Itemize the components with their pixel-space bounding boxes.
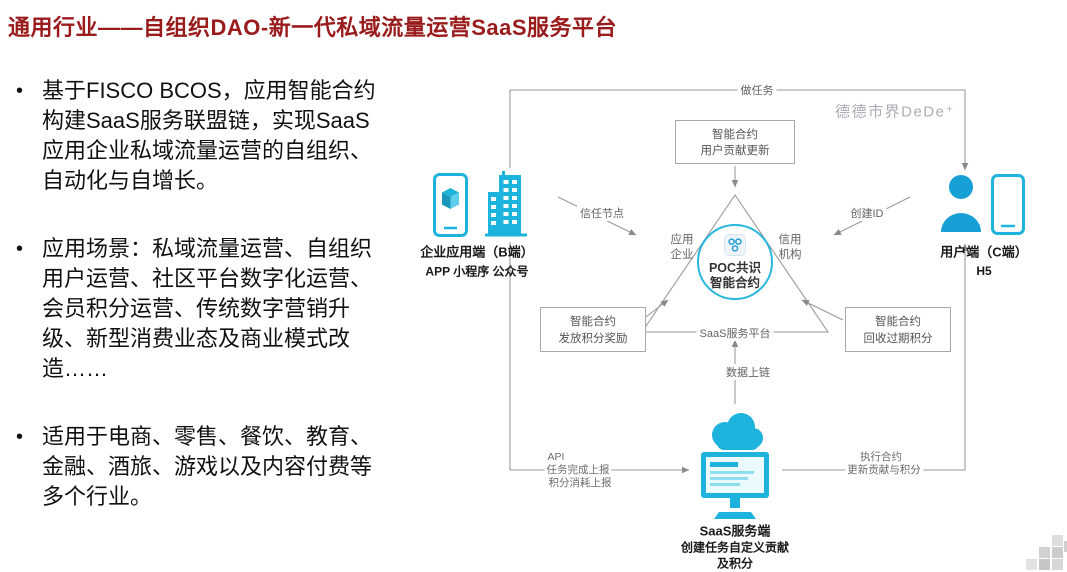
poc-line1: POC共识 bbox=[708, 260, 762, 275]
saas-node-title: SaaS服务端 bbox=[699, 523, 771, 539]
page-title: 通用行业——自组织DAO-新一代私域流量运营SaaS服务平台 bbox=[8, 15, 618, 40]
contract-box-right: 智能合约 回收过期积分 bbox=[845, 307, 951, 352]
contract-box-left: 智能合约 发放积分奖励 bbox=[540, 307, 646, 352]
triangle-label-enterprise: 应用企业 bbox=[670, 234, 694, 261]
arrow-left-contract bbox=[641, 299, 669, 321]
brand-watermark: 德德市界DeDe⁺ bbox=[835, 103, 955, 121]
saas-node-line3: 及积分 bbox=[716, 556, 754, 571]
contract-box-right-line2: 回收过期积分 bbox=[863, 332, 933, 345]
poc-line2: 智能合约 bbox=[709, 275, 760, 290]
label-create-id: 创建ID bbox=[847, 205, 887, 221]
list-item: • 应用场景：私域流量运营、自组织用户运营、社区平台数字化运营、会员积分运营、传… bbox=[10, 234, 378, 384]
bullet-text-3: 适用于电商、零售、餐饮、教育、金融、酒旅、游戏以及内容付费等多个行业。 bbox=[42, 424, 373, 509]
label-do-task: 做任务 bbox=[737, 82, 777, 98]
bullet-marker: • bbox=[16, 426, 24, 448]
b-side-subtitle: APP 小程序 公众号 bbox=[425, 264, 529, 279]
building-icon bbox=[485, 171, 527, 242]
smartphone-icon bbox=[991, 174, 1025, 240]
c-side-subtitle: H5 bbox=[976, 264, 992, 278]
contract-box-top-line2: 用户贡献更新 bbox=[700, 145, 770, 157]
bullet-text-1: 基于FISCO BCOS，应用智能合约构建SaaS服务联盟链，实现SaaS应用企… bbox=[42, 78, 376, 193]
list-item: • 基于FISCO BCOS，应用智能合约构建SaaS服务联盟链，实现SaaS应… bbox=[10, 76, 378, 196]
monitor-icon bbox=[697, 450, 773, 527]
dao-saas-diagram: 德德市界DeDe⁺ 做任务 信任节点 创建ID 数据上链 API 任务完成上报 … bbox=[390, 70, 1067, 571]
b-side-title: 企业应用端（B端） bbox=[420, 244, 534, 260]
saas-node-line2: 创建任务自定义贡献 bbox=[680, 540, 790, 555]
contract-box-left-line1: 智能合约 bbox=[570, 316, 616, 329]
triangle-label-credit: 信用机构 bbox=[778, 234, 802, 261]
person-icon bbox=[940, 173, 982, 240]
label-execute-contract: 执行合约 bbox=[858, 451, 904, 463]
bullet-marker: • bbox=[16, 80, 24, 102]
contract-box-right-line1: 智能合约 bbox=[875, 316, 921, 329]
contract-box-top-line1: 智能合约 bbox=[712, 129, 758, 141]
bullet-marker: • bbox=[16, 238, 24, 260]
smartphone-cube-icon bbox=[433, 173, 468, 242]
arrow-right-contract bbox=[801, 299, 844, 321]
flow-bottom-right-execute bbox=[782, 243, 969, 471]
flow-bottom-left-api bbox=[509, 242, 690, 474]
network-circles-icon bbox=[724, 233, 746, 261]
c-side-title: 用户端（C端） bbox=[940, 244, 1028, 260]
list-item: • 适用于电商、零售、餐饮、教育、金融、酒旅、游戏以及内容付费等多个行业。 bbox=[10, 422, 378, 512]
label-trust-node: 信任节点 bbox=[577, 205, 627, 221]
label-task-report: 任务完成上报 bbox=[544, 464, 612, 476]
contract-box-top: 智能合约 用户贡献更新 bbox=[675, 120, 795, 164]
label-data-chain: 数据上链 bbox=[723, 364, 773, 380]
label-api: API bbox=[545, 451, 567, 463]
label-points-report: 积分消耗上报 bbox=[546, 477, 614, 489]
contract-box-left-line2: 发放积分奖励 bbox=[558, 332, 628, 345]
triangle-label-platform: SaaS服务平台 bbox=[696, 325, 774, 341]
bullet-text-2: 应用场景：私域流量运营、自组织用户运营、社区平台数字化运营、会员积分运营、传统数… bbox=[42, 236, 373, 381]
label-update-points: 更新贡献与积分 bbox=[845, 464, 923, 476]
bullet-list: • 基于FISCO BCOS，应用智能合约构建SaaS服务联盟链，实现SaaS应… bbox=[10, 76, 378, 550]
cloud-icon bbox=[703, 408, 767, 457]
poc-consensus-node: POC共识 智能合约 bbox=[697, 224, 773, 300]
